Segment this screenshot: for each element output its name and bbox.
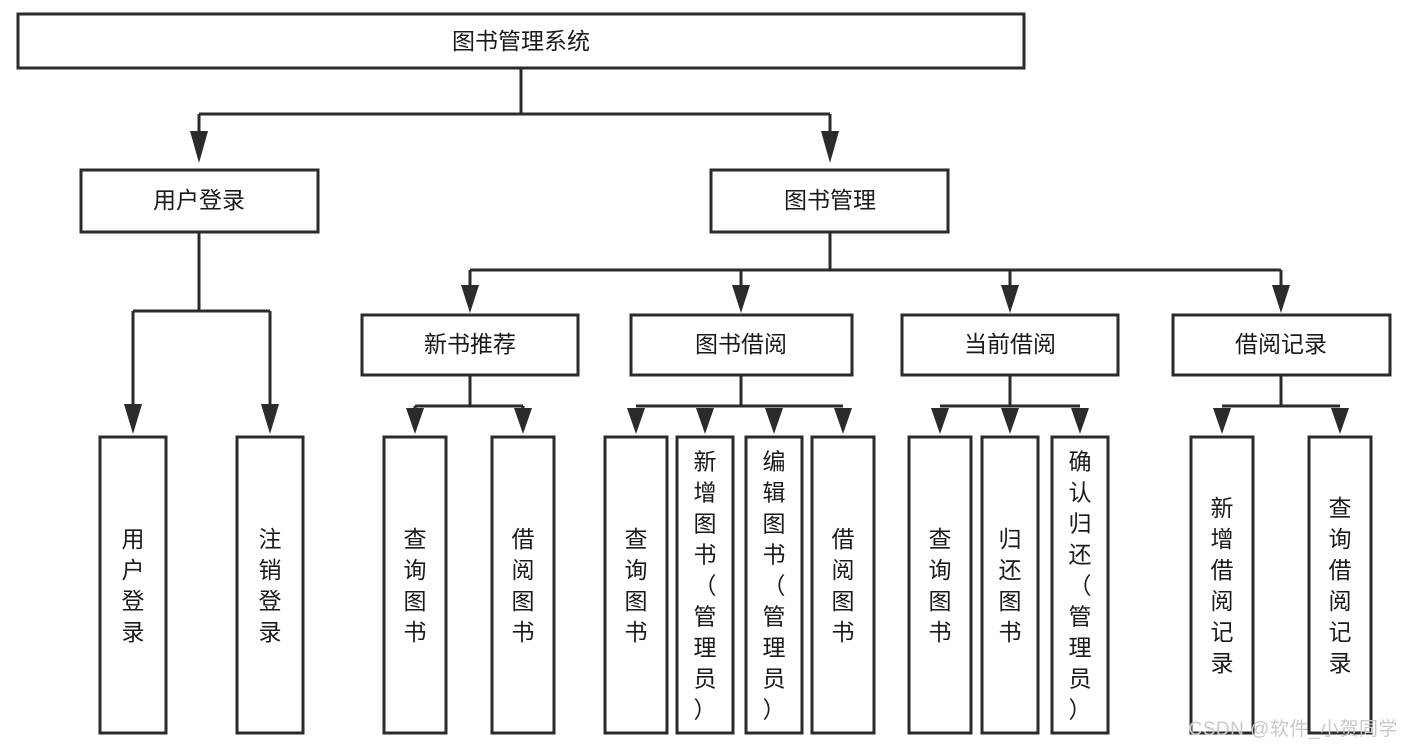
arrow-head-bookmgmt bbox=[821, 131, 839, 163]
arrow-head-level3-3 bbox=[1001, 285, 1019, 313]
arrow-head-borrowrecord-leaf-2 bbox=[1331, 408, 1349, 434]
node-book-borrow-label: 图书借阅 bbox=[695, 331, 787, 357]
leaf-node-current-borrow-3[interactable]: 确认归还（管理员） bbox=[1050, 435, 1110, 735]
leaf-node-borrow-record-1[interactable]: 新增借阅记录 bbox=[1189, 435, 1255, 735]
connector-group-newbook-to-leaves bbox=[406, 375, 532, 434]
leaf-node-box[interactable] bbox=[980, 435, 1040, 735]
leaf-node-box[interactable] bbox=[675, 435, 735, 735]
arrow-head-bookborrow-leaf-1 bbox=[627, 408, 645, 434]
leaf-node-book-borrow-2[interactable]: 新增图书（管理员） bbox=[675, 435, 735, 735]
arrow-head-level3-1 bbox=[461, 285, 479, 313]
node-book-borrow[interactable]: 图书借阅 bbox=[629, 313, 854, 377]
connector-group-userlogin-to-leaves bbox=[124, 232, 279, 434]
leaf-node-label: 注销登录 bbox=[259, 526, 282, 645]
connector-group-borrowrecord-to-leaves bbox=[1213, 375, 1349, 434]
node-book-management[interactable]: 图书管理 bbox=[709, 168, 950, 234]
leaf-node-user-login-1[interactable]: 用户登录 bbox=[98, 435, 168, 735]
leaf-node-label: 借阅图书 bbox=[512, 526, 535, 645]
arrow-head-currentborrow-leaf-1 bbox=[931, 408, 949, 434]
node-new-book-recommend-box[interactable] bbox=[360, 313, 580, 377]
leaf-node-box[interactable] bbox=[1050, 435, 1110, 735]
node-current-borrow-box[interactable] bbox=[900, 313, 1120, 377]
node-user-login-box[interactable] bbox=[79, 168, 320, 234]
node-user-login-label: 用户登录 bbox=[153, 187, 245, 213]
arrow-head-bookborrow-leaf-3 bbox=[765, 408, 783, 434]
node-book-management-box[interactable] bbox=[709, 168, 950, 234]
leaf-node-new-book-recommend-2[interactable]: 借阅图书 bbox=[490, 435, 556, 735]
csdn-watermark: CSDN @软件_小贺同学 bbox=[1189, 718, 1398, 740]
node-current-borrow-label: 当前借阅 bbox=[964, 331, 1056, 357]
leaf-node-label: 确认归还（管理员） bbox=[1069, 449, 1092, 723]
arrow-head-userlogin-leaf-1 bbox=[124, 404, 142, 434]
leaf-node-box[interactable] bbox=[98, 435, 168, 735]
leaf-node-borrow-record-2[interactable]: 查询借阅记录 bbox=[1307, 435, 1373, 735]
arrow-head-newbook-leaf-1 bbox=[406, 408, 424, 434]
arrow-head-newbook-leaf-2 bbox=[514, 408, 532, 434]
leaf-node-label: 新增图书（管理员） bbox=[694, 449, 717, 723]
node-borrow-record-label: 借阅记录 bbox=[1235, 331, 1327, 357]
connector-group-currentborrow-to-leaves bbox=[931, 375, 1089, 434]
leaf-node-book-borrow-4[interactable]: 借阅图书 bbox=[810, 435, 876, 735]
leaf-node-current-borrow-1[interactable]: 查询图书 bbox=[907, 435, 973, 735]
leaf-node-label: 查询图书 bbox=[404, 526, 427, 645]
connector-group-bookmgmt-to-level3 bbox=[461, 232, 1290, 313]
leaf-node-book-borrow-3[interactable]: 编辑图书（管理员） bbox=[744, 435, 804, 735]
leaf-node-new-book-recommend-1[interactable]: 查询图书 bbox=[382, 435, 448, 735]
node-current-borrow[interactable]: 当前借阅 bbox=[900, 313, 1120, 377]
node-book-borrow-box[interactable] bbox=[629, 313, 854, 377]
leaf-node-box[interactable] bbox=[744, 435, 804, 735]
leaf-node-book-borrow-1[interactable]: 查询图书 bbox=[603, 435, 669, 735]
leaf-node-current-borrow-2[interactable]: 归还图书 bbox=[980, 435, 1040, 735]
leaf-node-label: 查询图书 bbox=[625, 526, 648, 645]
leaf-node-label: 归还图书 bbox=[999, 526, 1022, 645]
leaf-node-label: 查询图书 bbox=[929, 526, 952, 645]
node-root-box[interactable] bbox=[16, 12, 1026, 70]
arrow-head-currentborrow-leaf-2 bbox=[1001, 408, 1019, 434]
node-root-label: 图书管理系统 bbox=[452, 28, 590, 54]
leaf-node-box[interactable] bbox=[1189, 435, 1255, 735]
arrow-head-level3-4 bbox=[1272, 285, 1290, 313]
leaf-node-label: 借阅图书 bbox=[832, 526, 855, 645]
arrow-head-userlogin-leaf-2 bbox=[261, 404, 279, 434]
arrow-head-userlogin bbox=[190, 131, 208, 163]
leaf-node-label: 用户登录 bbox=[122, 526, 145, 645]
arrow-head-borrowrecord-leaf-1 bbox=[1213, 408, 1231, 434]
leaf-node-box[interactable] bbox=[810, 435, 876, 735]
connector-group-root-to-level2 bbox=[190, 68, 839, 163]
connector-group-bookborrow-to-leaves bbox=[627, 375, 852, 434]
leaf-node-box[interactable] bbox=[1307, 435, 1373, 735]
arrow-head-level3-2 bbox=[732, 285, 750, 313]
leaf-node-layer: 用户登录 注销登录 查询图书 借阅图书 查询图书 新增图书（管理员） 编辑图书（管理员） 借阅… bbox=[98, 435, 1373, 735]
node-new-book-recommend[interactable]: 新书推荐 bbox=[360, 313, 580, 377]
node-book-management-label: 图书管理 bbox=[784, 187, 876, 213]
arrow-head-bookborrow-leaf-2 bbox=[696, 408, 714, 434]
leaf-node-box[interactable] bbox=[490, 435, 556, 735]
leaf-node-box[interactable] bbox=[382, 435, 448, 735]
arrow-head-currentborrow-leaf-3 bbox=[1071, 408, 1089, 434]
leaf-node-box[interactable] bbox=[603, 435, 669, 735]
node-new-book-recommend-label: 新书推荐 bbox=[424, 331, 516, 357]
node-root[interactable]: 图书管理系统 bbox=[16, 12, 1026, 70]
arrow-head-bookborrow-leaf-4 bbox=[834, 408, 852, 434]
node-borrow-record-box[interactable] bbox=[1171, 313, 1392, 377]
leaf-node-label: 编辑图书（管理员） bbox=[763, 449, 786, 723]
leaf-node-box[interactable] bbox=[235, 435, 305, 735]
leaf-node-box[interactable] bbox=[907, 435, 973, 735]
leaf-node-label: 查询借阅记录 bbox=[1329, 495, 1352, 676]
leaf-node-user-login-2[interactable]: 注销登录 bbox=[235, 435, 305, 735]
leaf-node-label: 新增借阅记录 bbox=[1211, 495, 1234, 676]
node-borrow-record[interactable]: 借阅记录 bbox=[1171, 313, 1392, 377]
node-user-login[interactable]: 用户登录 bbox=[79, 168, 320, 234]
